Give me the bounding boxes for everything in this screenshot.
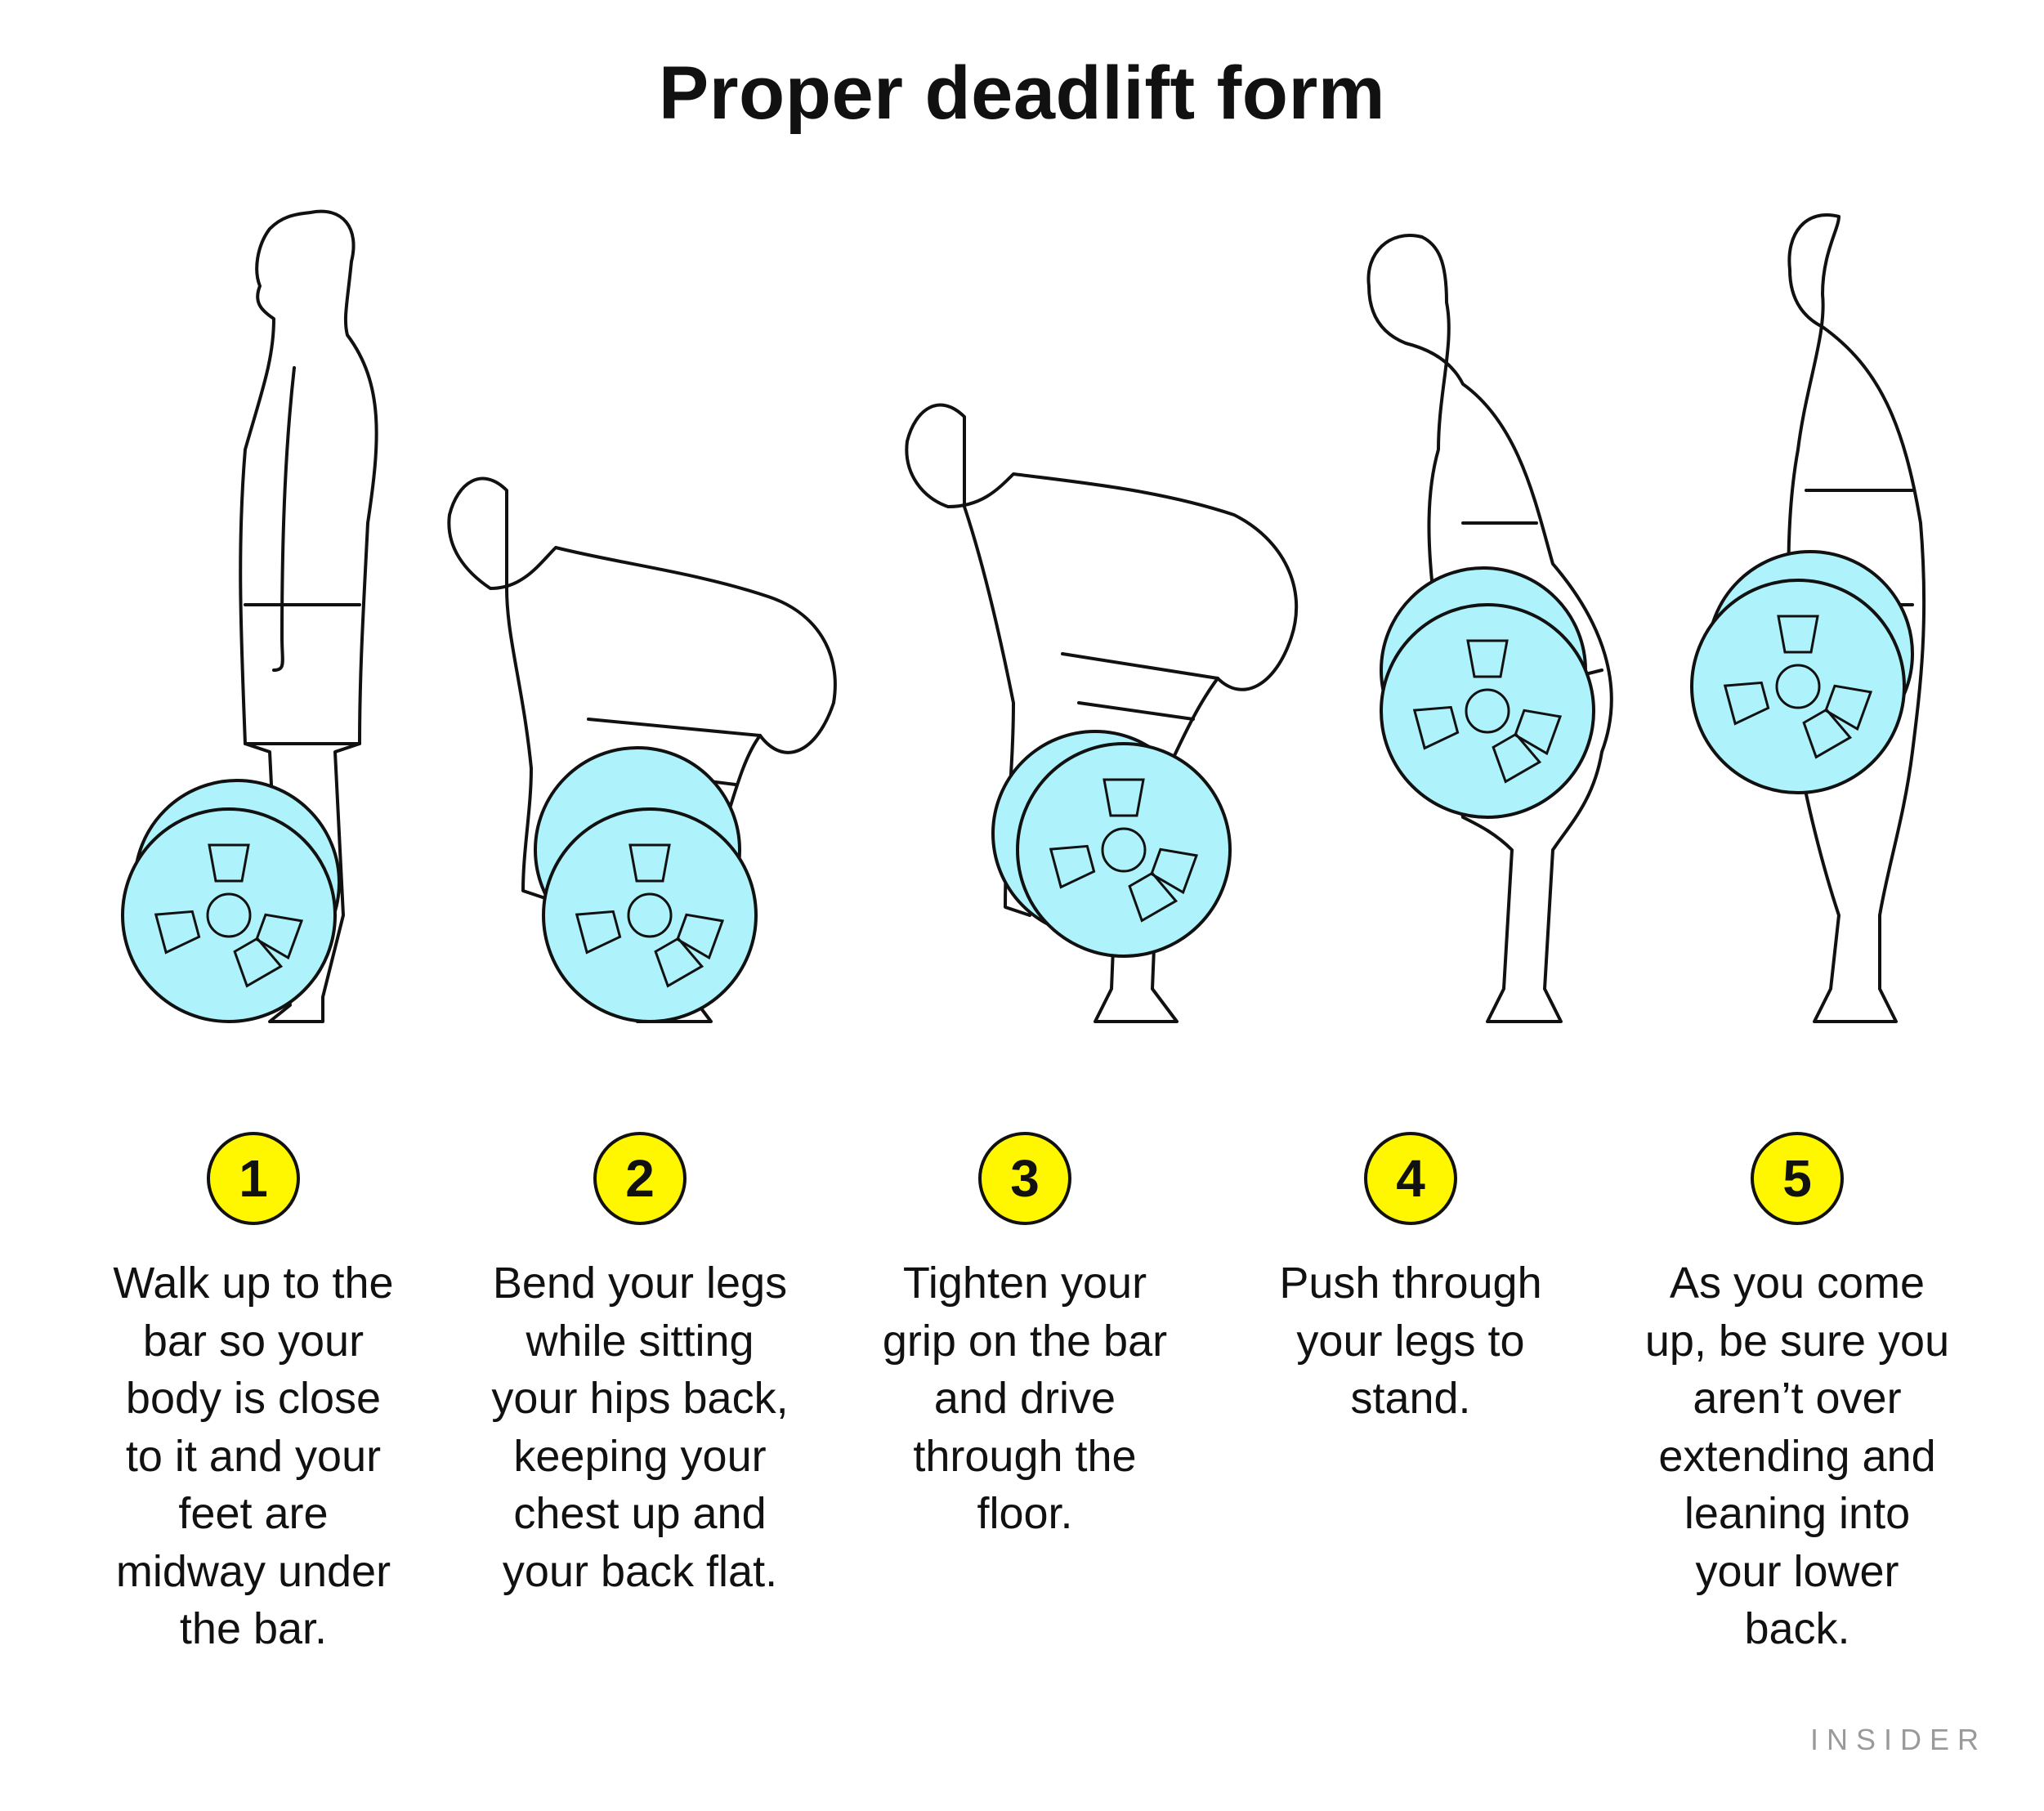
- plate-step-4: [1380, 566, 1595, 819]
- step-1-badge: 1: [207, 1132, 300, 1225]
- step-2-badge: 2: [593, 1132, 687, 1225]
- insider-logo: INSIDER: [1809, 1723, 1987, 1756]
- plate-step-2: [534, 746, 758, 1023]
- step-5-text: As you come up, be sure you aren’t over …: [1644, 1259, 1950, 1653]
- plate-step-3: [991, 730, 1232, 958]
- plate-step-5: [1690, 550, 1914, 794]
- step-4: 4 Push through your legs to stand.: [1231, 1132, 1590, 1428]
- step-2: 2 Bend your legs while sitting your hips…: [460, 1132, 820, 1600]
- step-4-badge: 4: [1364, 1132, 1457, 1225]
- step-1-text: Walk up to the bar so your body is close…: [113, 1259, 394, 1653]
- deadlift-illustration: [121, 209, 1926, 1023]
- plate-step-1: [121, 779, 341, 1023]
- step-5: 5 As you come up, be sure you aren’t ove…: [1617, 1132, 1977, 1658]
- step-3-text: Tighten your grip on the bar and drive t…: [882, 1259, 1168, 1538]
- step-3-badge: 3: [978, 1132, 1071, 1225]
- step-2-text: Bend your legs while sitting your hips b…: [491, 1259, 789, 1596]
- step-5-badge: 5: [1751, 1132, 1844, 1225]
- step-3: 3 Tighten your grip on the bar and drive…: [845, 1132, 1205, 1543]
- step-1: 1 Walk up to the bar so your body is clo…: [74, 1132, 433, 1658]
- page-title: Proper deadlift form: [658, 51, 1386, 135]
- step-4-text: Push through your legs to stand.: [1279, 1259, 1542, 1423]
